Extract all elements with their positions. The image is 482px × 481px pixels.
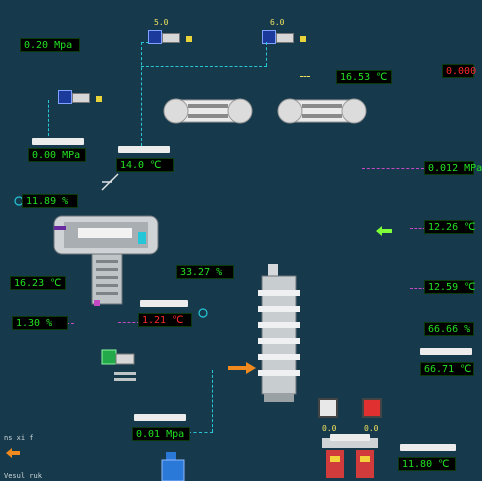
outlet-arrow-icon	[6, 448, 20, 458]
button-left-value: 0.0	[322, 424, 337, 433]
readout-bottom-right: 11.80 ℃	[398, 457, 456, 471]
readout-center-alarm: 1.21 ℃	[138, 313, 192, 327]
readout-right-upper: 12.26 ℃	[424, 220, 475, 234]
signal-line	[66, 323, 74, 324]
distillation-column	[258, 264, 300, 402]
signal-line	[118, 322, 140, 323]
pump-left-top[interactable]	[148, 26, 194, 50]
signal-line	[410, 288, 426, 289]
return-arrow-icon	[376, 226, 392, 236]
pump-right-setpoint: 6.0	[270, 18, 285, 27]
pump-left-mid[interactable]	[58, 86, 104, 110]
readout-top-left: 0.20 Mpa	[20, 38, 80, 52]
status-indicator-icon	[300, 36, 306, 42]
signal-line	[362, 168, 424, 169]
pump-body-icon	[162, 33, 180, 43]
pump-body-icon	[276, 33, 294, 43]
pump-body-icon	[72, 93, 90, 103]
pump-left-setpoint: 5.0	[154, 18, 169, 27]
tag-label-box	[140, 300, 188, 307]
pump-motor-icon	[262, 30, 276, 44]
pump-motor-icon	[148, 30, 162, 44]
feed-arrow-icon	[228, 362, 256, 374]
readout-mid-temp: 14.0 ℃	[116, 158, 174, 172]
pump-right-top[interactable]	[262, 26, 308, 50]
pipe-segment	[188, 432, 213, 433]
readout-left-level: 11.89 %	[22, 194, 78, 208]
tag-label-box	[330, 434, 370, 441]
valve-symbol-icon	[101, 173, 119, 191]
pump-motor-icon	[58, 90, 72, 104]
readout-right-flow: 0.012 MPa	[424, 161, 482, 175]
status-indicator-icon	[186, 36, 192, 42]
burner-unit	[322, 438, 378, 478]
signal-line	[410, 228, 426, 229]
tag-label-box	[420, 348, 472, 355]
status-indicator-icon	[96, 96, 102, 102]
pipe-segment	[212, 370, 213, 432]
tank-pod-left	[163, 98, 253, 124]
readout-right-mid: 12.59 ℃	[424, 280, 475, 294]
tank-pod-right	[277, 98, 367, 124]
small-pump-icon	[101, 349, 136, 381]
readout-alarm: 0.000	[442, 64, 476, 78]
readout-left-lower: 16.23 ℃	[10, 276, 66, 290]
pipe-segment	[266, 42, 267, 66]
tag-label-box	[32, 138, 84, 145]
readout-mid-left-pressure: 0.00 MPa	[28, 148, 86, 162]
stop-button-right[interactable]	[362, 398, 382, 418]
readout-top-right-temp: 16.53 ℃	[336, 70, 392, 84]
signal-line	[300, 76, 310, 77]
note-bottom-left-2: Vesul ruk	[4, 472, 42, 480]
tag-label-box	[118, 146, 170, 153]
readout-bottom-pressure: 0.01 Mpa	[132, 427, 190, 441]
heat-exchanger	[53, 215, 159, 306]
readout-right-lower-2: 66.71 ℃	[420, 362, 474, 376]
dial-icon	[198, 308, 208, 318]
pipe-segment	[141, 66, 267, 67]
pipe-segment	[48, 100, 49, 136]
button-right-value: 0.0	[364, 424, 379, 433]
pipe-segment	[141, 42, 142, 146]
readout-left-valve: 1.30 %	[12, 316, 68, 330]
tag-label-box	[400, 444, 456, 451]
stop-button-left[interactable]	[318, 398, 338, 418]
readout-center-level: 33.27 %	[176, 265, 234, 279]
tag-label-box	[134, 414, 186, 421]
readout-right-lower-1: 66.66 %	[424, 322, 474, 336]
pipe-segment	[141, 42, 149, 43]
note-bottom-left-1: ns xi f	[4, 434, 34, 442]
bottom-feed-pump	[161, 452, 185, 481]
